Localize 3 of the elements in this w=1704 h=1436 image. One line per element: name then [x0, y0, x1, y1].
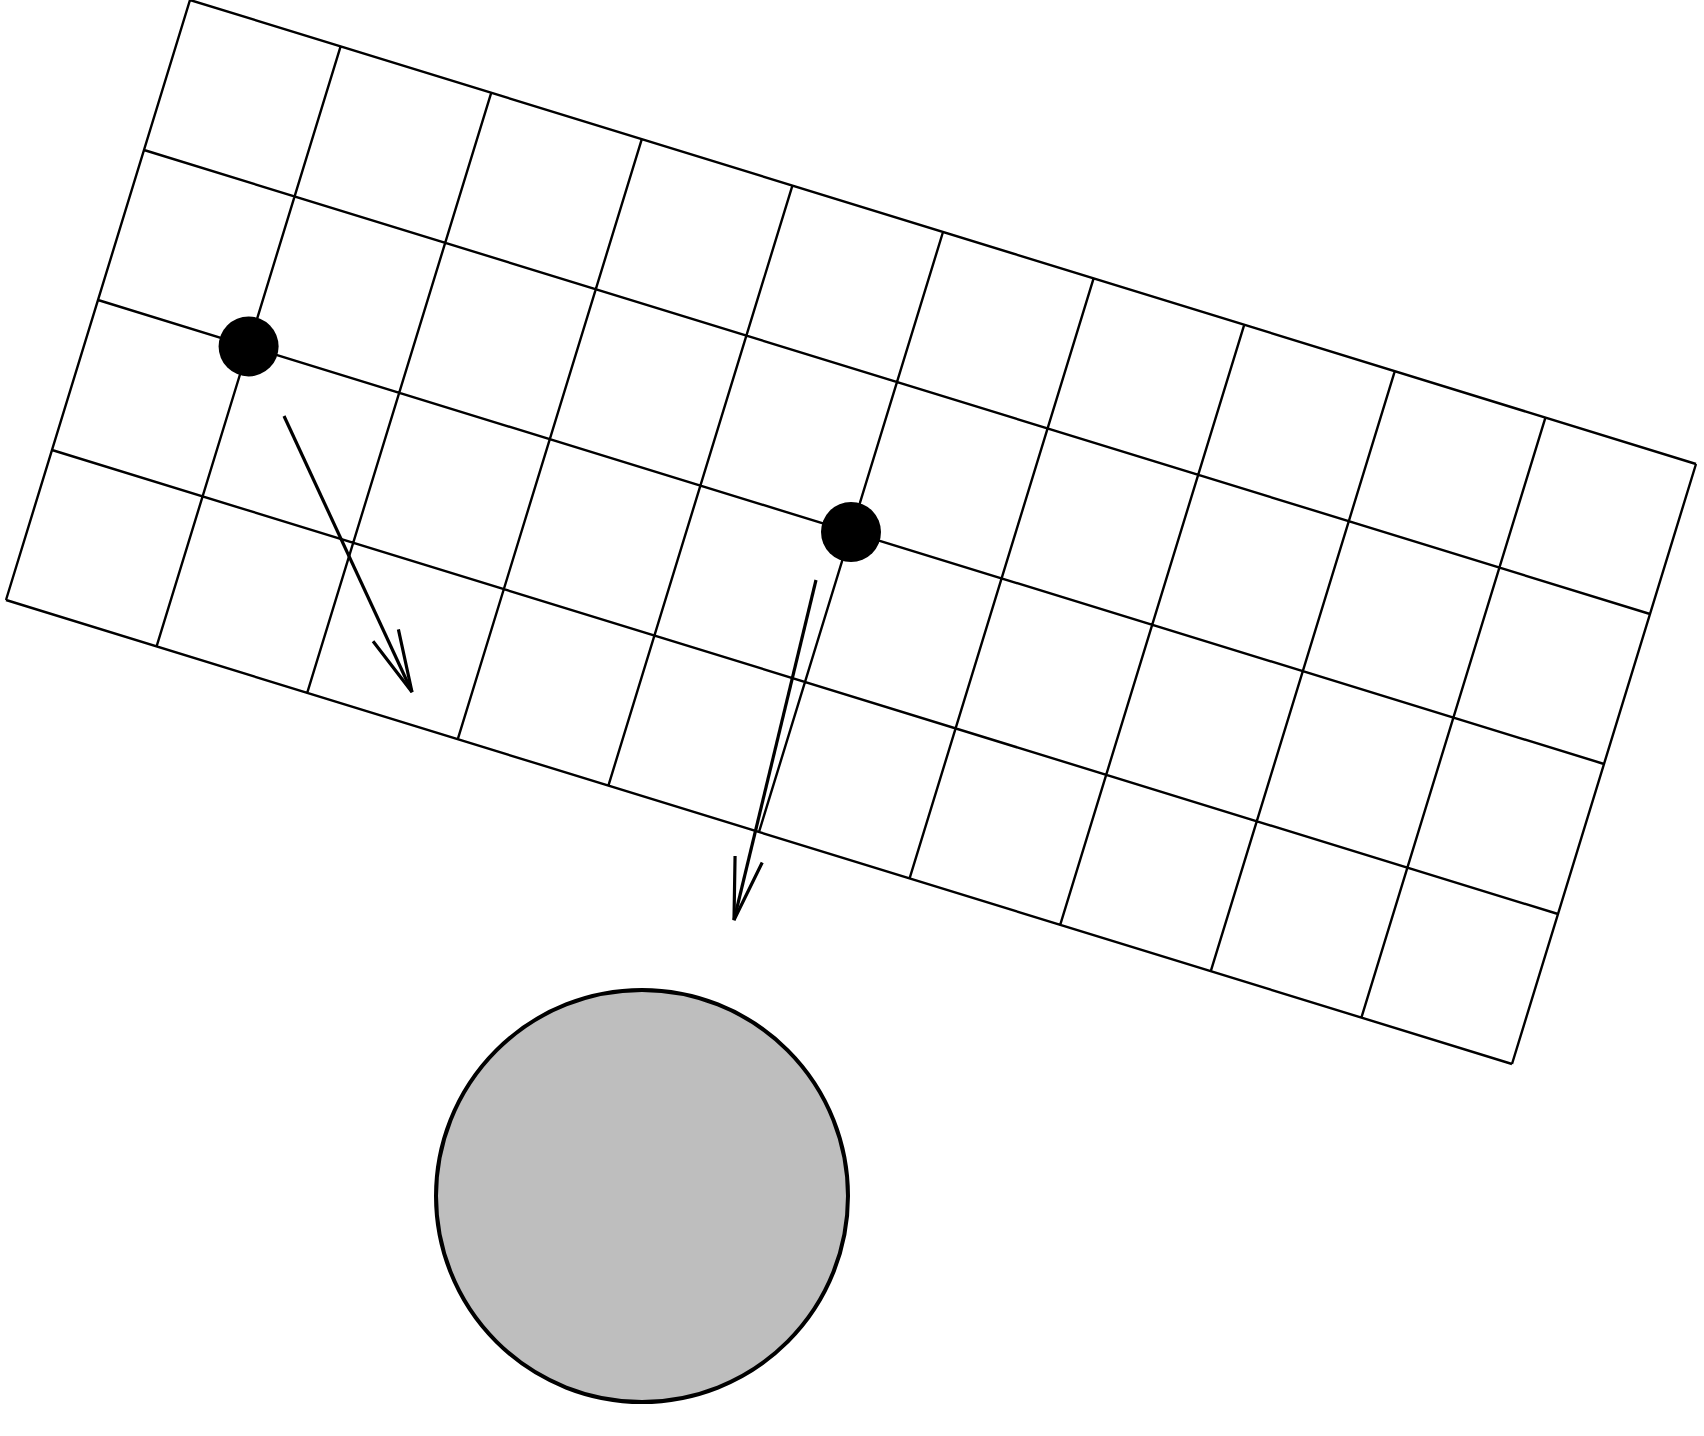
sphere	[434, 988, 850, 1404]
dot	[218, 316, 279, 377]
dot	[821, 502, 881, 562]
